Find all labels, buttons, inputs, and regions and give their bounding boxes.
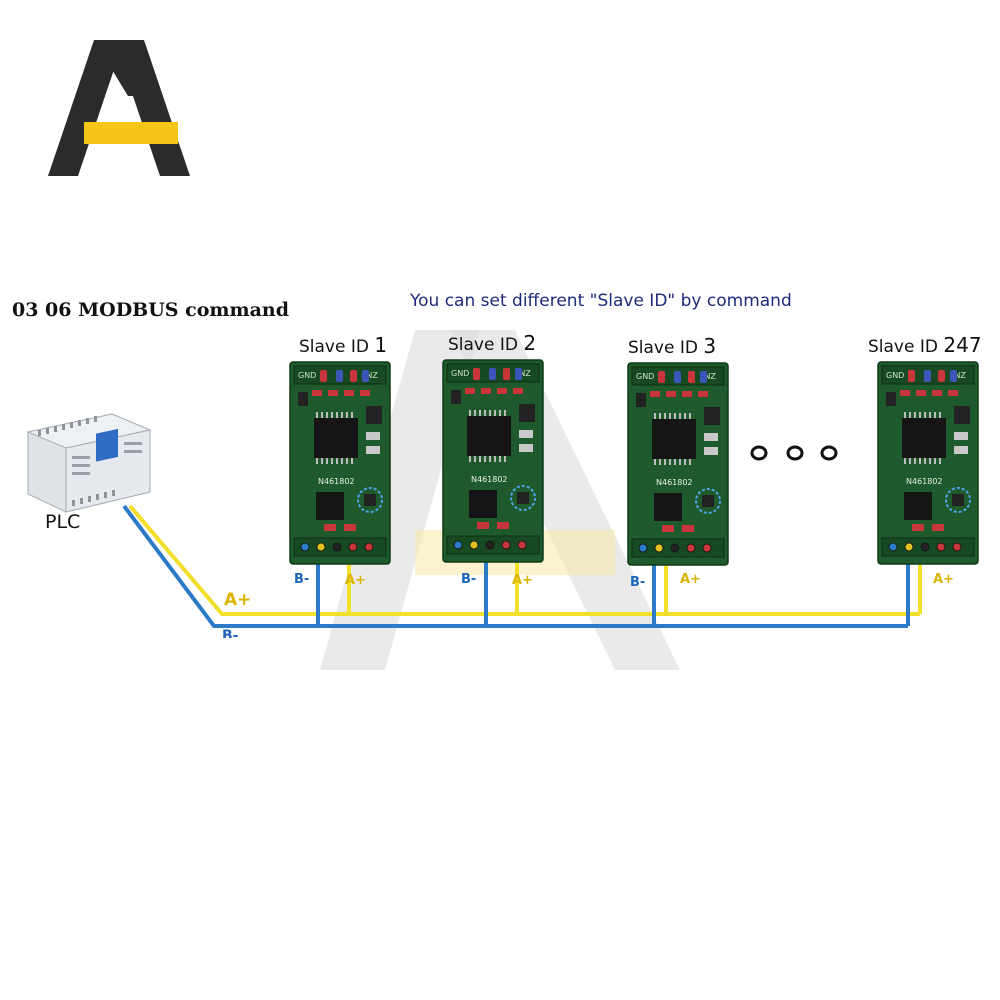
slave247-a-label: A+ xyxy=(933,572,954,587)
slave3-a-label: A+ xyxy=(680,572,701,587)
plc-label: PLC xyxy=(45,511,80,533)
slave2-a-label: A+ xyxy=(512,573,533,588)
svg-text:GND: GND xyxy=(636,372,654,381)
plc-device xyxy=(28,414,150,512)
svg-text:N461802: N461802 xyxy=(318,477,355,486)
slave1-a-label: A+ xyxy=(345,573,366,588)
svg-text:N461802: N461802 xyxy=(906,477,943,486)
svg-text:N461802: N461802 xyxy=(656,478,693,487)
more-slaves-ellipsis xyxy=(752,447,836,459)
bus-a-label: A+ xyxy=(224,590,251,610)
svg-text:GND: GND xyxy=(298,371,316,380)
bus-b-label: B- xyxy=(222,628,238,638)
slave2-b-label: B- xyxy=(461,572,476,587)
slave1-b-label: B- xyxy=(294,572,309,587)
svg-text:GND: GND xyxy=(451,369,469,378)
slave3-b-label: B- xyxy=(630,575,645,590)
svg-text:N461802: N461802 xyxy=(471,475,508,484)
svg-text:GND: GND xyxy=(886,371,904,380)
